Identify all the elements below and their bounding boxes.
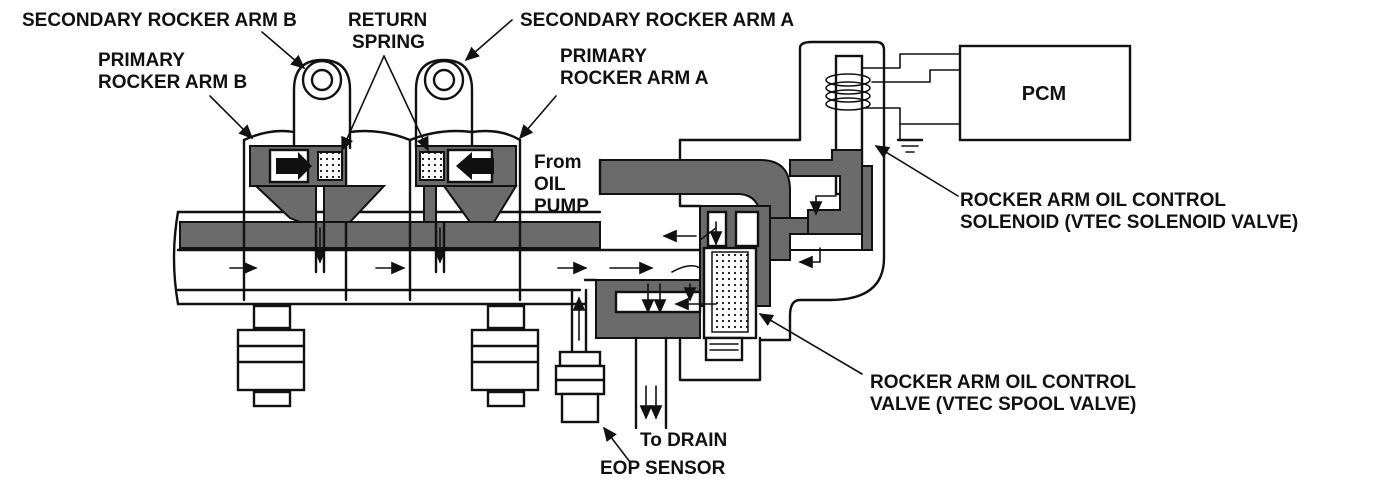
- solenoid-coil: [825, 73, 871, 111]
- spool-valve-body: [595, 138, 771, 382]
- label-primary-b-line2: ROCKER ARM B: [98, 72, 247, 93]
- rocker-assembly-a: [408, 58, 540, 408]
- label-primary-a-line1: PRIMARY: [560, 46, 647, 67]
- label-secondary-rocker-a: SECONDARY ROCKER ARM A: [520, 10, 794, 31]
- pcm-wiring: [861, 53, 961, 153]
- label-from-oil-pump-line2: OIL: [534, 174, 566, 195]
- label-solenoid-line1: ROCKER ARM OIL CONTROL: [960, 190, 1226, 211]
- valve-feed-line: [583, 248, 702, 282]
- label-primary-a-line2: ROCKER ARM A: [560, 68, 709, 89]
- label-from-oil-pump-line1: From: [534, 152, 582, 173]
- label-return-spring-line2: SPRING: [352, 32, 425, 53]
- solenoid-valve: [678, 40, 886, 342]
- label-to-drain: To DRAIN: [640, 430, 727, 451]
- rocker-shaft: [172, 210, 602, 306]
- label-pcm: PCM: [1022, 83, 1066, 105]
- drain-line: [634, 336, 668, 430]
- label-return-spring-line1: RETURN: [348, 10, 427, 31]
- leader-lines: [209, 19, 959, 463]
- label-eop-sensor: EOP SENSOR: [600, 458, 726, 479]
- pcm-box: [958, 44, 1132, 142]
- rocker-assembly-b: [236, 58, 412, 408]
- label-spool-valve-line2: VALVE (VTEC SPOOL VALVE): [870, 394, 1136, 415]
- label-solenoid-line2: SOLENOID (VTEC SOLENOID VALVE): [960, 212, 1298, 233]
- eop-sensor: [554, 288, 606, 424]
- label-from-oil-pump-line3: PUMP: [534, 196, 589, 217]
- label-secondary-rocker-b: SECONDARY ROCKER ARM B: [22, 10, 297, 31]
- label-spool-valve-line1: ROCKER ARM OIL CONTROL: [870, 372, 1136, 393]
- label-primary-b-line1: PRIMARY: [98, 50, 185, 71]
- labels: SECONDARY ROCKER ARM B RETURN SPRING SEC…: [22, 10, 1298, 479]
